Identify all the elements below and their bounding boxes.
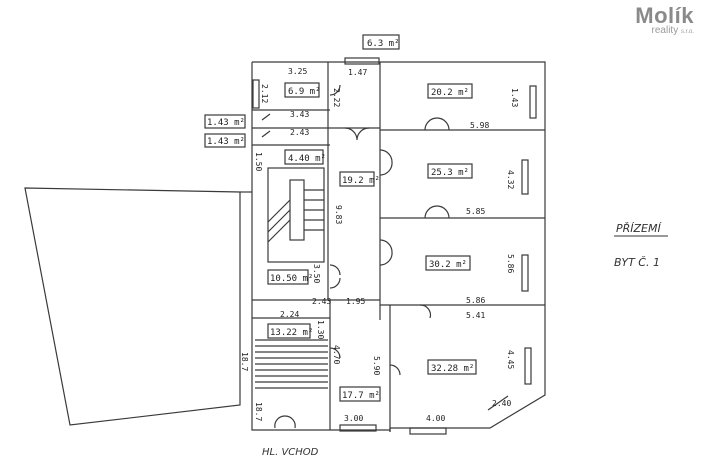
dimension-label: 18.7 xyxy=(240,352,249,371)
room-label: 13.22 m² xyxy=(270,328,313,338)
dimension-label: 3.25 xyxy=(288,67,307,76)
dimension-label: 18.7 xyxy=(254,402,263,421)
dimension-label: 1.50 xyxy=(254,152,263,171)
dimension-label: 4.45 xyxy=(506,350,515,369)
room-label: 6.9 m² xyxy=(288,87,321,97)
company-logo: Molík reality s.r.o. xyxy=(635,4,694,37)
dimension-label: 5.86 xyxy=(466,296,485,305)
area-small-b: 1.43 m² xyxy=(207,137,245,147)
logo-sub-text: reality xyxy=(651,25,679,36)
logo-suffix: s.r.o. xyxy=(680,29,694,35)
dimension-label: 5.41 xyxy=(466,311,485,320)
unit-title: BYT Č. 1 xyxy=(614,256,660,269)
dimension-label: 9.83 xyxy=(334,205,343,224)
area-top-balcony: 6.3 m² xyxy=(367,39,400,49)
dimension-label: 4.00 xyxy=(426,414,445,423)
dimension-label: 1.47 xyxy=(348,68,367,77)
dimension-label: 2.43 xyxy=(290,128,309,137)
room-label: 10.50 m² xyxy=(270,274,313,284)
dimension-label: 1.30 xyxy=(316,320,325,339)
area-small-a: 1.43 m² xyxy=(207,118,245,128)
dimension-label: 5.85 xyxy=(466,207,485,216)
dimension-label: 2.40 xyxy=(492,399,511,408)
logo-sub: reality s.r.o. xyxy=(635,26,694,37)
room-label: 4.40 m² xyxy=(288,154,326,164)
dimension-label: 4.70 xyxy=(332,345,341,364)
room-label: 32.28 m² xyxy=(431,364,474,374)
dimension-label: 2.24 xyxy=(280,310,299,319)
dimension-label: 5.90 xyxy=(372,356,381,375)
dimension-label: 2.22 xyxy=(332,88,341,107)
logo-name: Molík xyxy=(635,3,694,28)
floor-title: PŘÍZEMÍ xyxy=(616,222,662,235)
dimension-label: 2.12 xyxy=(260,84,269,103)
dimension-label: 1.43 xyxy=(510,88,519,107)
dimension-label: 3.50 xyxy=(312,264,321,283)
dimension-label: 5.86 xyxy=(506,254,515,273)
room-label: 17.7 m² xyxy=(342,391,380,401)
walls xyxy=(24,34,546,435)
room-label: 19.2 m² xyxy=(342,176,380,186)
room-label: 30.2 m² xyxy=(429,260,467,270)
dimension-label: 1.95 xyxy=(346,297,365,306)
dimension-label: 5.98 xyxy=(470,121,489,130)
entrance-label: HL. VCHOD xyxy=(262,447,319,458)
dimension-label: 3.00 xyxy=(344,414,363,423)
dimension-label: 2.43 xyxy=(312,297,331,306)
room-label: 20.2 m² xyxy=(431,88,469,98)
dimension-label: 4.32 xyxy=(506,170,515,189)
dimension-label: 3.43 xyxy=(290,110,309,119)
room-label: 25.3 m² xyxy=(431,168,469,178)
